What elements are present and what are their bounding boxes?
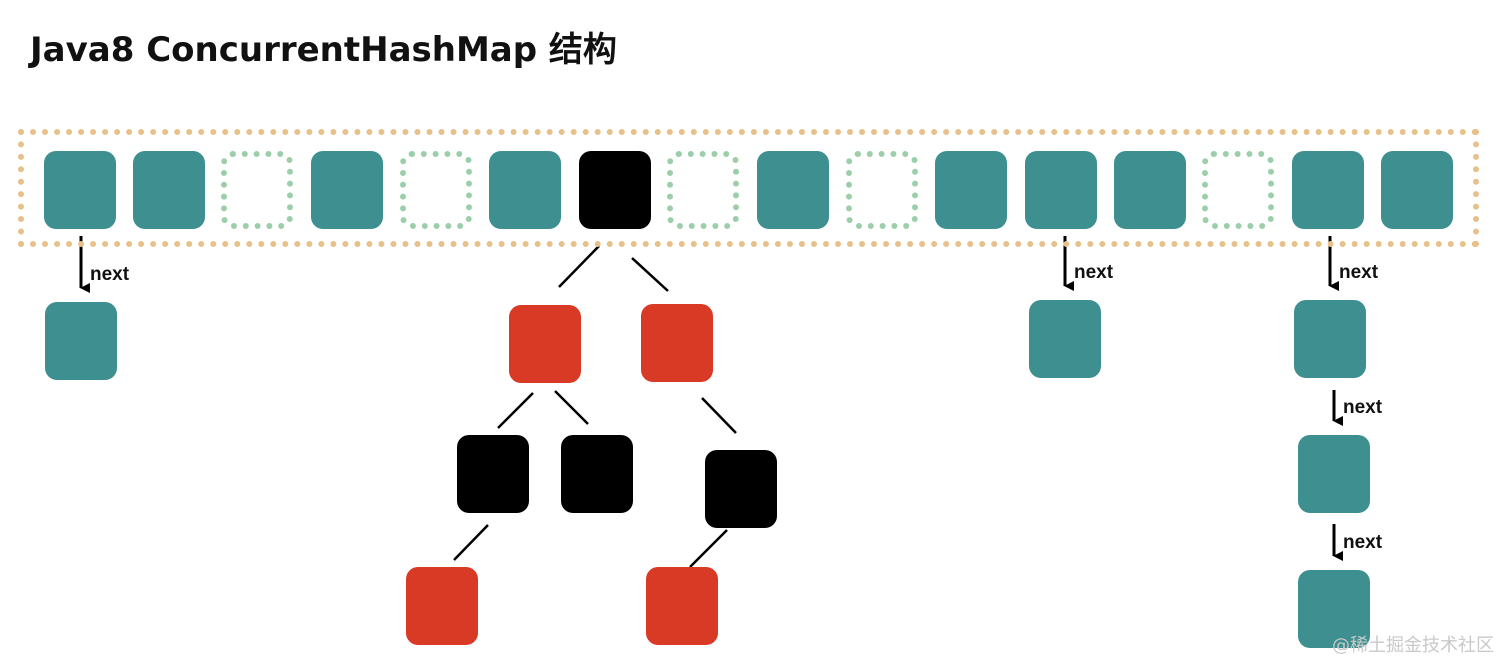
tree-edge — [689, 529, 728, 568]
bucket-slot-6 — [489, 151, 561, 229]
list-node — [1298, 570, 1370, 648]
watermark: @稀土掘金技术社区 — [1332, 635, 1494, 656]
tree-node-red — [509, 305, 581, 383]
bucket-slot-16 — [1381, 151, 1453, 229]
tree-node-red — [646, 567, 718, 645]
bucket-slot-9 — [757, 151, 829, 229]
hash-table-array — [18, 129, 1479, 247]
bucket-slot-1 — [44, 151, 116, 229]
next-label: next — [90, 264, 130, 285]
list-node — [45, 302, 117, 380]
bucket-slot-13 — [1114, 151, 1186, 229]
tree-node-red — [406, 567, 478, 645]
bucket-slot-12 — [1025, 151, 1097, 229]
empty-slot-3 — [221, 151, 293, 229]
empty-slot-14 — [1202, 151, 1274, 229]
empty-slot-10 — [846, 151, 918, 229]
bucket-slot-15 — [1292, 151, 1364, 229]
tree-node-red — [641, 304, 713, 382]
bucket-slot-4 — [311, 151, 383, 229]
bucket-slot-2 — [133, 151, 205, 229]
bucket-slot-11 — [935, 151, 1007, 229]
list-node — [1298, 435, 1370, 513]
tree-node-black — [561, 435, 633, 513]
empty-slot-8 — [667, 151, 739, 229]
tree-edge — [631, 257, 669, 292]
tree-edge — [497, 392, 534, 429]
list-node — [1294, 300, 1366, 378]
tree-node-black — [705, 450, 777, 528]
tree-edge — [558, 245, 600, 288]
tree-edge — [554, 390, 589, 425]
tree-root-slot-7 — [579, 151, 651, 229]
empty-slot-5 — [400, 151, 472, 229]
next-label: next — [1343, 532, 1383, 553]
next-label: next — [1343, 397, 1383, 418]
tree-edge — [453, 524, 489, 561]
next-label: next — [1339, 262, 1379, 283]
tree-node-black — [457, 435, 529, 513]
tree-edge — [701, 397, 737, 434]
list-node — [1029, 300, 1101, 378]
diagram-title: Java8 ConcurrentHashMap 结构 — [30, 30, 617, 70]
next-label: next — [1074, 262, 1114, 283]
